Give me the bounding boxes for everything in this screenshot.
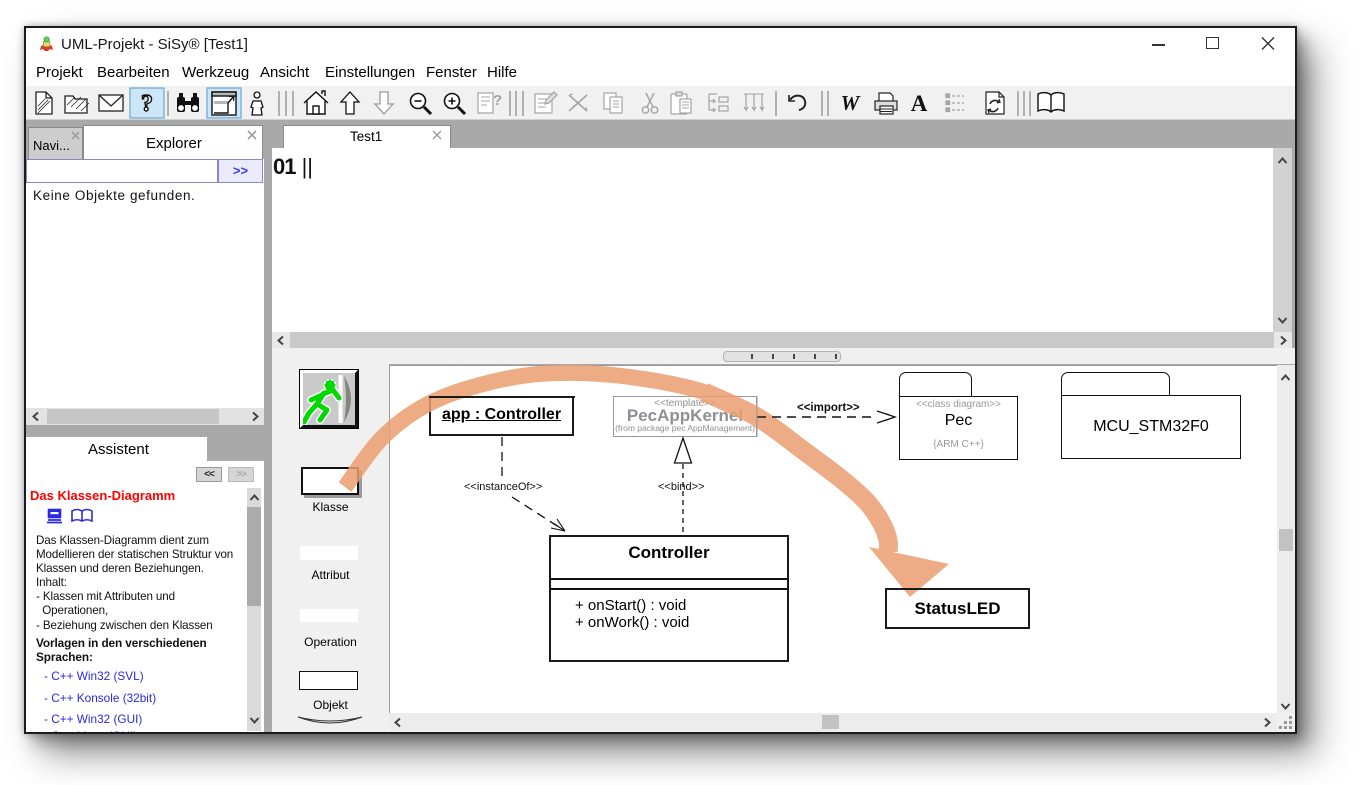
svg-text:A: A	[911, 91, 928, 116]
svg-text:?: ?	[493, 92, 502, 109]
svg-text:?: ?	[141, 91, 153, 117]
svg-text:W: W	[841, 91, 861, 115]
